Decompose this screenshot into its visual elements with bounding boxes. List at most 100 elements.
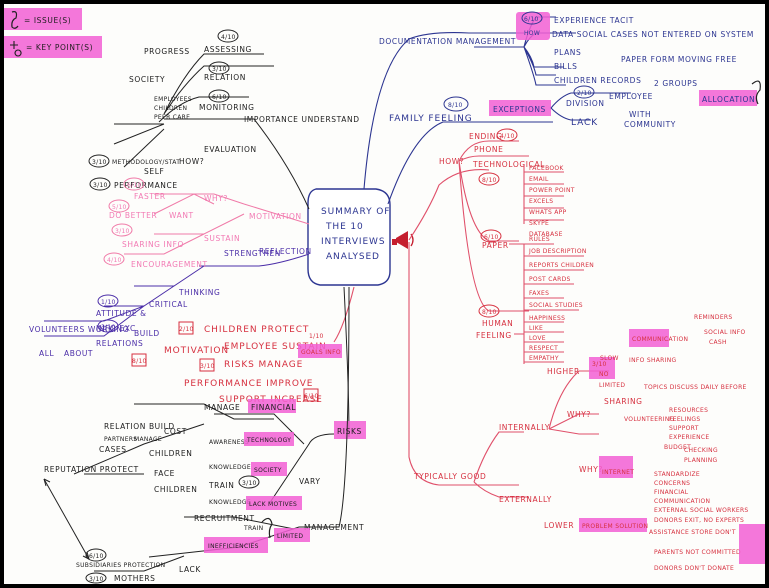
- center-line-1: SUMMARY OF: [321, 207, 390, 217]
- goals-highlight: [298, 344, 342, 358]
- left-attitude: ATTITUDE &: [96, 309, 147, 318]
- ratio-circle: [217, 29, 239, 43]
- ratio-circle: [97, 294, 119, 308]
- tech-item-1: FACEBOOK: [529, 165, 564, 172]
- left-methodology: METHODOLOGY/STAT: [112, 159, 180, 166]
- left-ratio12: 2/10: [179, 326, 194, 333]
- ratio-circle: [480, 229, 502, 243]
- exceptions-highlight: [489, 100, 551, 116]
- typically-assistance: ASSISTANCE STORE DON'T: [649, 529, 736, 536]
- left-recruitment: RECRUITMENT: [194, 514, 255, 523]
- left-relation: RELATION: [204, 73, 246, 82]
- vol-item-2: FEELINGS: [669, 416, 701, 423]
- left-reflection: REFLECTION: [259, 247, 312, 256]
- ratio-circle: [573, 85, 595, 99]
- left-ratio13: 8/10: [132, 358, 147, 365]
- documentation-branch: DOCUMENTATION MANAGEMENT 6/10 HOW EXPERI…: [379, 11, 754, 86]
- left-social: SUBSIDIARIES PROTECTION: [76, 562, 165, 569]
- center-line-4: ANALYSED: [326, 252, 380, 262]
- left-awareness: AWARENESS: [209, 439, 249, 446]
- ratio-circle: [478, 304, 500, 318]
- typically-parents: PARENTS NOT COMMITTED: [654, 549, 741, 556]
- ratio-circle: [496, 128, 518, 142]
- legend-keypoints-text: = KEY POINT(S): [26, 43, 93, 52]
- left-lack: LACK: [179, 565, 201, 574]
- how-ending: ENDING: [469, 132, 502, 141]
- typically-ratio: 3/10: [592, 361, 607, 368]
- doc-item-2: DATA SOCIAL CASES NOT ENTERED ON SYSTEM: [552, 30, 754, 39]
- ratio-box: [131, 353, 147, 367]
- left-ratio9: 4/10: [107, 257, 122, 264]
- typically-social-info: SOCIAL INFO: [704, 329, 746, 336]
- left-ratio5: 3/10: [93, 182, 108, 189]
- human-item-5: EMPATHY: [529, 355, 559, 362]
- paper-item-2: JOB DESCRIPTION: [528, 248, 587, 255]
- typically-sharing: SHARING: [604, 397, 643, 406]
- typically-planning: PLANNING: [684, 457, 718, 464]
- typically-budget: BUDGET: [664, 444, 691, 451]
- left-ratio15: 6/10: [304, 393, 319, 400]
- limited-highlight: [274, 528, 310, 542]
- left-performance: PERFORMANCE: [114, 181, 178, 190]
- typically-topic: TOPICS DISCUSS DAILY BEFORE: [643, 384, 747, 391]
- left-relations: RELATIONS: [96, 339, 143, 348]
- left-ratio14: 3/10: [200, 363, 215, 370]
- ratio-circle: [208, 89, 230, 103]
- inefficiencies-highlight: [204, 537, 268, 553]
- vol-item-4: EXPERIENCE: [669, 434, 710, 441]
- doc-item-1: EXPERIENCE TACIT: [554, 16, 634, 25]
- left-sustain: SUSTAIN: [204, 234, 240, 243]
- red-cluster: 2/10 CHILDREN PROTECT 8/10 MOTIVATION EM…: [131, 321, 342, 405]
- communication-highlight: [629, 329, 669, 347]
- left-upper-branch: PROGRESS ASSESSING 4/10 SOCIETY RELATION…: [88, 29, 359, 191]
- human-item-3: LOVE: [529, 335, 546, 342]
- risks-highlight: [334, 421, 366, 439]
- typically-why2: WHY?: [579, 465, 603, 474]
- human-item-4: RESPECT: [529, 345, 558, 352]
- left-cases: CASES: [99, 445, 127, 454]
- how-branch: HOW? ENDING 4/10 PHONE TECHNOLOGICAL 8/1…: [439, 128, 594, 364]
- doc-paper: PAPER FORM MOVING FREE: [621, 55, 737, 64]
- megaphone-icon: [392, 231, 414, 249]
- typically-branch: TYPICALLY GOOD INTERNALLY EXTERNALLY HIG…: [413, 314, 765, 572]
- family-exceptions: EXCEPTIONS: [493, 105, 546, 114]
- center-bubble: [307, 188, 391, 286]
- ratio-circle: [85, 572, 107, 584]
- ratio-circle: [85, 548, 107, 562]
- left-management: MANAGEMENT: [304, 523, 364, 532]
- left-manage: MANAGE: [134, 436, 162, 443]
- human-item-1: HAPPINESS: [529, 315, 565, 322]
- left-ratio7: 5/10: [112, 204, 127, 211]
- typically-why: WHY?: [567, 410, 591, 419]
- left-critical: CRITICAL: [149, 300, 188, 309]
- ext-item-1: STANDARDIZE: [654, 471, 700, 478]
- left-train2: TRAIN: [243, 525, 263, 532]
- typically-slow: SLOW: [600, 355, 619, 362]
- left-children3: CHILDREN: [154, 485, 197, 494]
- ratio-box: [178, 321, 194, 335]
- left-employees: EMPLOYEES: [154, 96, 192, 103]
- typically-label: TYPICALLY GOOD: [413, 472, 486, 481]
- family-groups: 2 GROUPS: [654, 79, 698, 88]
- left-risks: RISKS: [337, 427, 362, 436]
- family-with: WITH: [629, 110, 651, 119]
- left-ratio11: 3/10: [101, 324, 116, 331]
- paper-item-6: SOCIAL STUDIES: [529, 302, 583, 309]
- family-lack: LACK: [571, 118, 598, 128]
- ratio-circle: [103, 252, 125, 266]
- left-thinking: THINKING: [178, 288, 220, 297]
- how-feeling: FEELING: [476, 331, 512, 340]
- how-phone: PHONE: [474, 145, 503, 154]
- tech-item-5: WHATS APP: [529, 209, 567, 216]
- how-ratio-tech: 8/10: [482, 177, 497, 184]
- documentation-label: DOCUMENTATION MANAGEMENT: [379, 37, 516, 46]
- family-community: COMMUNITY: [624, 120, 676, 129]
- left-society: SOCIETY: [129, 75, 165, 84]
- paper-item-1: RULES: [529, 236, 550, 243]
- family-ratio2: 2/10: [577, 90, 592, 97]
- tech-item-3: POWER POINT: [529, 187, 575, 194]
- left-train: TRAIN: [208, 481, 234, 490]
- typically-cash: CASH: [709, 339, 727, 346]
- left-face: FACE: [154, 469, 175, 478]
- ext-item-5: EXTERNAL SOCIAL WORKERS: [654, 507, 749, 514]
